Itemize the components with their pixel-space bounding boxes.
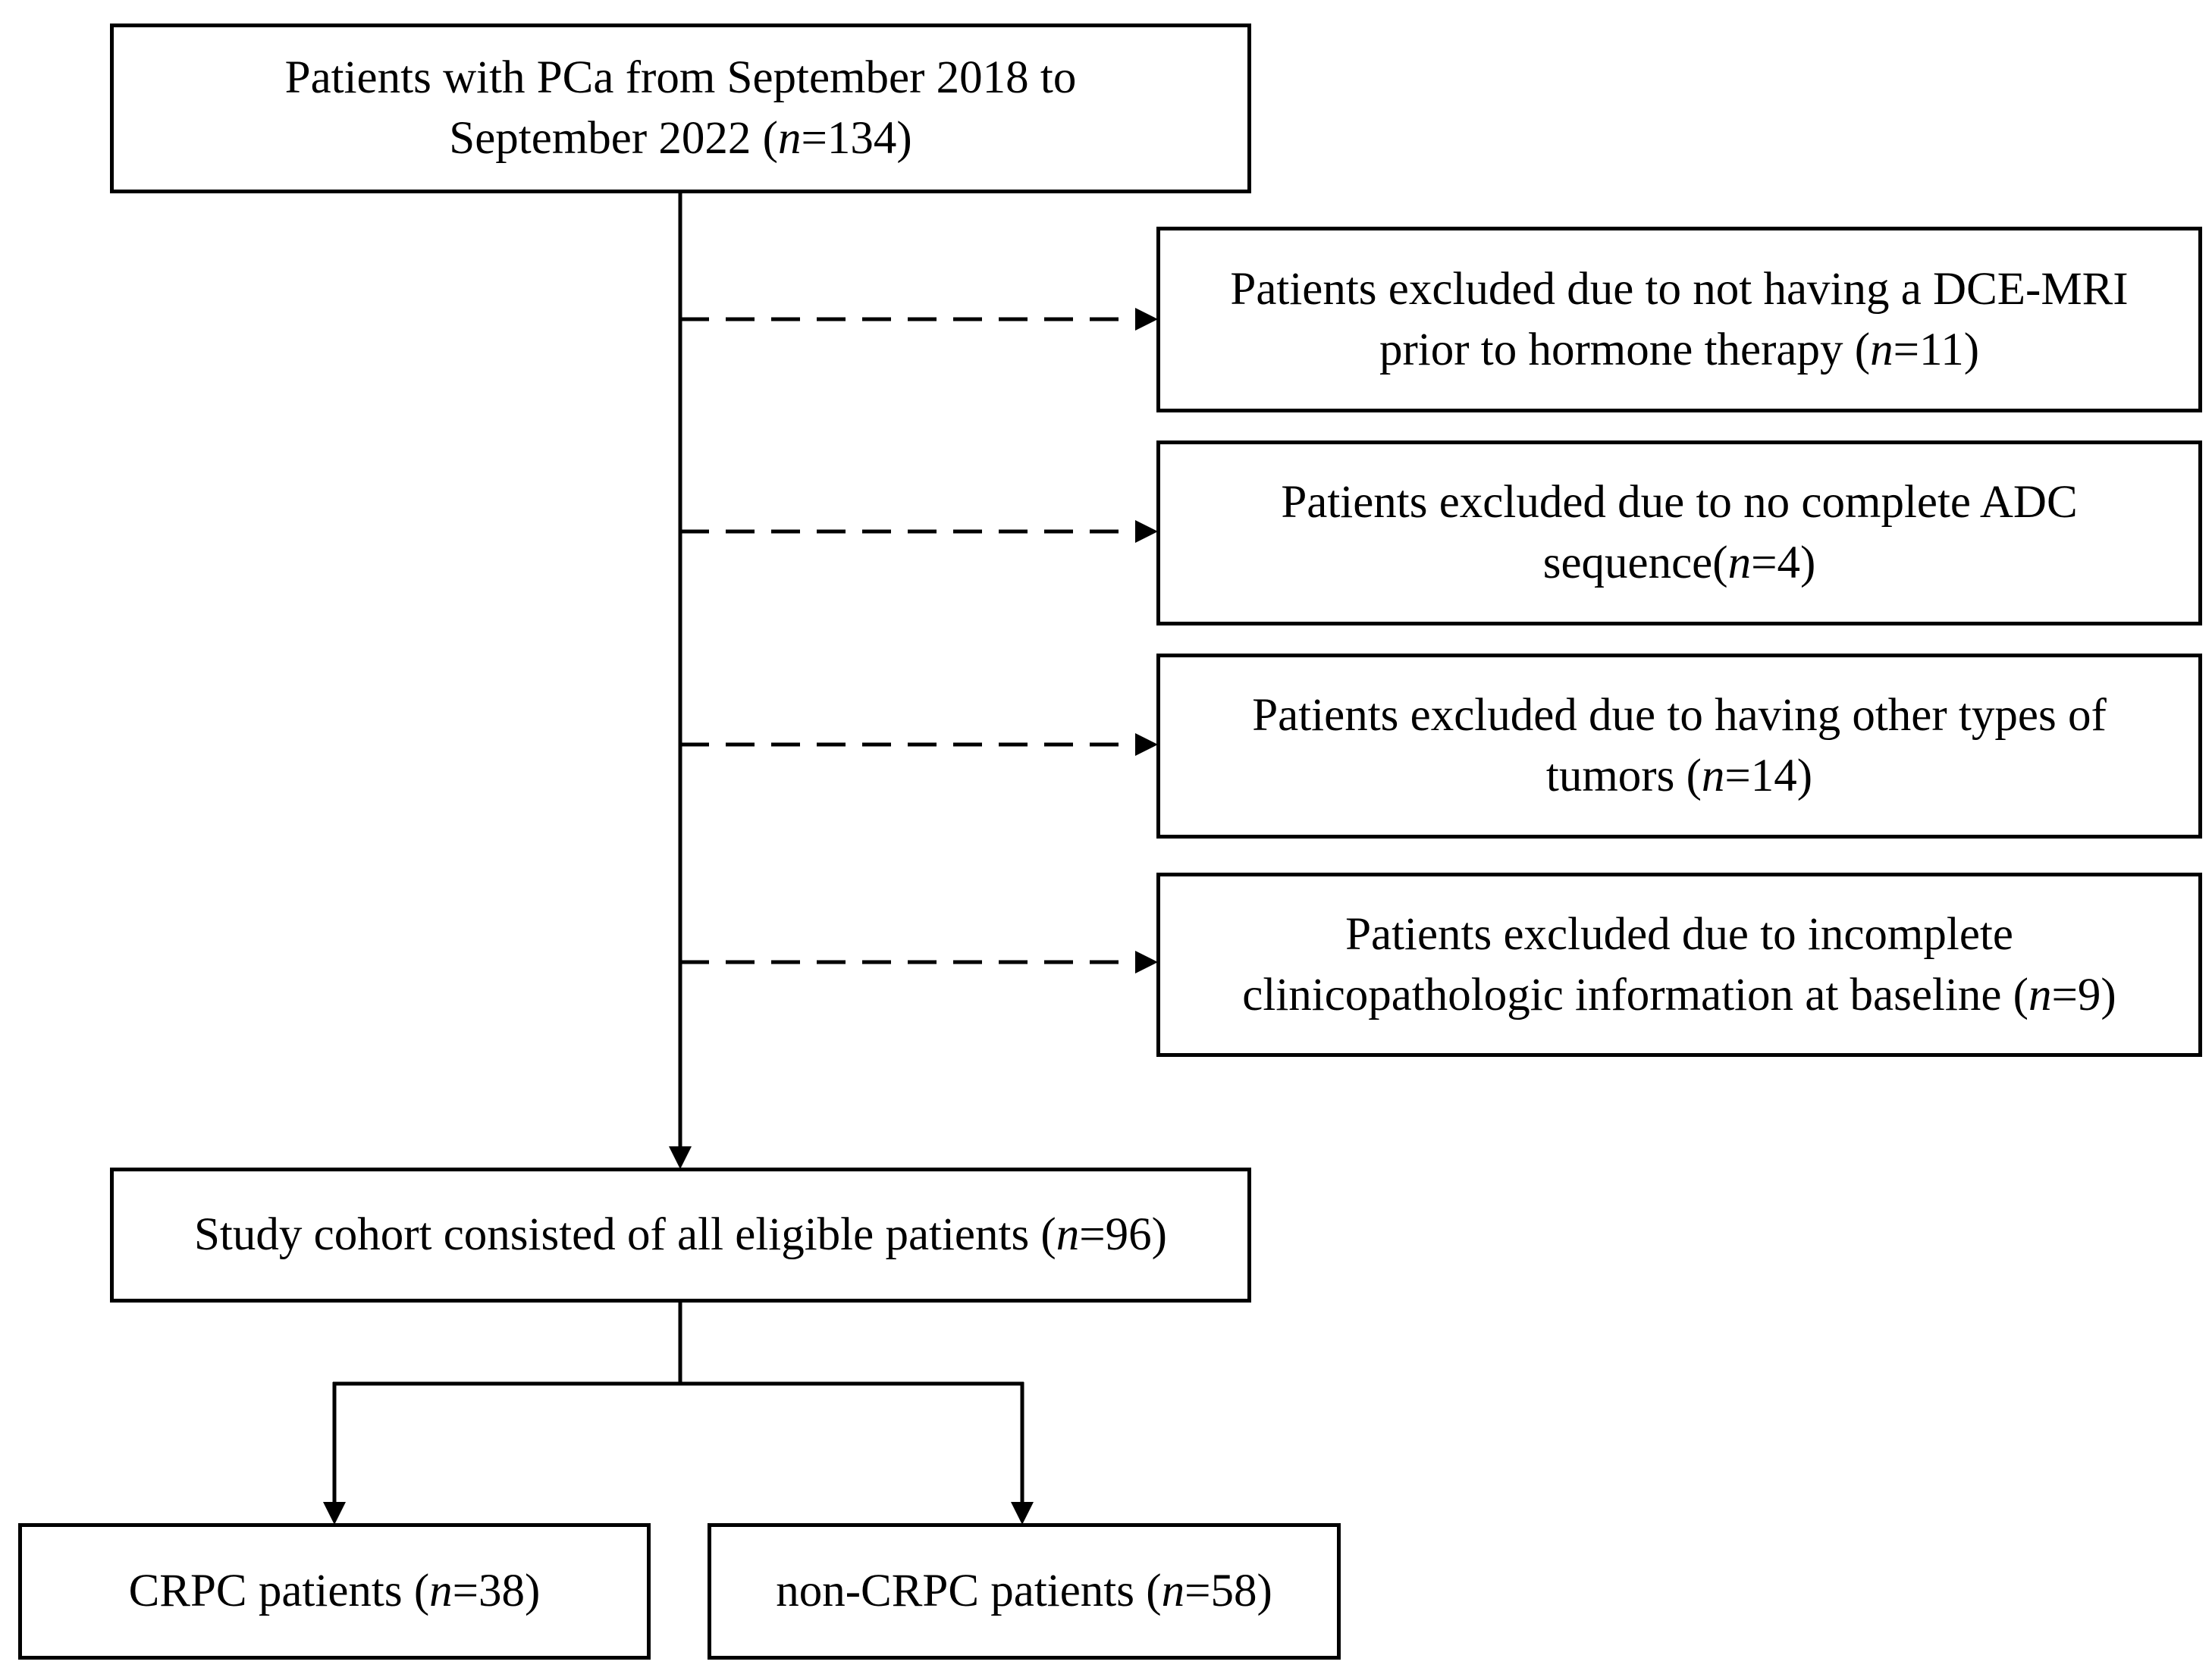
- n-symbol: n: [1701, 751, 1725, 801]
- box-text-line: sequence(n=4): [1542, 538, 1816, 588]
- box-text-line: Study cohort consisted of all eligible p…: [194, 1209, 1167, 1260]
- n-symbol: n: [1870, 324, 1894, 375]
- n-symbol: n: [1161, 1566, 1185, 1616]
- box-exclusion-incomplete-info: Patients excluded due to incomplete clin…: [1156, 873, 2202, 1057]
- box-exclusion-adc: Patients excluded due to no complete ADC…: [1156, 440, 2202, 625]
- box-exclusion-other-tumors: Patients excluded due to having other ty…: [1156, 654, 2202, 839]
- n-symbol: n: [429, 1566, 453, 1616]
- n-symbol: n: [1056, 1209, 1080, 1260]
- box-text-line: Patients with PCa from September 2018 to: [284, 52, 1077, 103]
- n-symbol: n: [2028, 969, 2052, 1020]
- box-text-line: Patients excluded due to no complete ADC: [1281, 477, 2078, 528]
- box-study-cohort: Study cohort consisted of all eligible p…: [110, 1168, 1251, 1303]
- box-non-crpc-patients: non-CRPC patients (n=58): [708, 1523, 1341, 1660]
- box-text-line: September 2022 (n=134): [449, 113, 912, 164]
- n-symbol: n: [777, 113, 802, 164]
- box-initial-patients: Patients with PCa from September 2018 to…: [110, 24, 1251, 193]
- box-text-line: Patients excluded due to having other ty…: [1252, 690, 2107, 741]
- box-text-line: Patients excluded due to not having a DC…: [1230, 263, 2129, 315]
- box-exclusion-dce-mri: Patients excluded due to not having a DC…: [1156, 227, 2202, 412]
- box-text-line: CRPC patients (n=38): [128, 1566, 541, 1616]
- box-crpc-patients: CRPC patients (n=38): [18, 1523, 651, 1660]
- box-text-line: Patients excluded due to incomplete: [1345, 908, 2013, 960]
- box-text-line: clinicopathologic information at baselin…: [1242, 969, 2116, 1020]
- box-text-line: non-CRPC patients (n=58): [776, 1566, 1272, 1616]
- box-text-line: prior to hormone therapy (n=11): [1379, 324, 1980, 375]
- box-text-line: tumors (n=14): [1545, 751, 1813, 801]
- n-symbol: n: [1727, 538, 1752, 588]
